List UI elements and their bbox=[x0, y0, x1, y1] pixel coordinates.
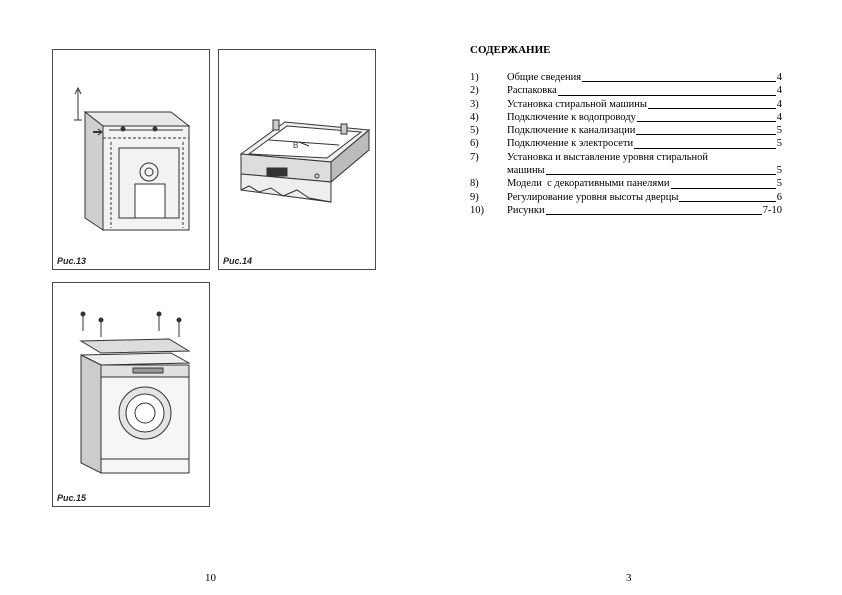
toc-leader bbox=[557, 85, 776, 96]
figure-14: B Рис.14 bbox=[218, 49, 376, 270]
toc-item: 3) Установка стиральной машины 4 bbox=[470, 98, 782, 111]
washer-top-frame-illustration: B bbox=[239, 119, 371, 203]
toc-leader bbox=[679, 191, 776, 202]
toc-item-number: 1) bbox=[470, 72, 479, 83]
figure-caption: Рис.14 bbox=[223, 256, 253, 266]
toc-item-page: 5 bbox=[776, 165, 782, 177]
toc-item-number: 2) bbox=[470, 85, 479, 97]
toc-leader bbox=[545, 204, 762, 216]
toc-item-label: Рисунки bbox=[507, 204, 545, 216]
screw-icon bbox=[80, 311, 182, 337]
toc-item: 9) Регулирование уровня высоты дверцы 6 bbox=[470, 191, 782, 204]
toc-item-page: 5 bbox=[776, 178, 782, 190]
figure-13: Рис.13 bbox=[52, 49, 210, 270]
toc-item: 10) Рисунки 7-10 bbox=[470, 204, 782, 217]
toc-item-label-continued: машины bbox=[507, 165, 545, 177]
toc-item: 8) Модели с декоративными панелями 5 bbox=[470, 177, 782, 190]
toc-item-page: 4 bbox=[776, 85, 782, 97]
toc-leader bbox=[636, 124, 776, 136]
toc-leader bbox=[545, 164, 776, 176]
toc-item-label: Подключение к канализации bbox=[507, 125, 636, 137]
toc-leader bbox=[634, 138, 776, 149]
toc-item-number: 7) bbox=[470, 151, 479, 163]
toc-leader bbox=[670, 178, 776, 189]
toc-item-label: Подключение к электросети bbox=[507, 138, 634, 150]
toc-item-page: 4 bbox=[776, 72, 782, 83]
toc-item-number: 6) bbox=[470, 138, 479, 150]
figure-14-label: B bbox=[293, 141, 298, 150]
figure-caption: Рис.13 bbox=[57, 256, 87, 266]
toc-item-page: 5 bbox=[776, 125, 782, 137]
figure-caption: Рис.15 bbox=[57, 493, 87, 503]
toc-item-label: Установка и выставление уровня стирально… bbox=[507, 151, 708, 163]
toc-item-page: 6 bbox=[776, 191, 782, 203]
toc-list: 1) Общие сведения 4 2) Распаковка 4 3) У… bbox=[470, 71, 782, 217]
toc-item-page: 5 bbox=[776, 138, 782, 150]
toc-item: 2) Распаковка 4 bbox=[470, 84, 782, 97]
toc-item: 4) Подключение к водопроводу 4 bbox=[470, 111, 782, 124]
toc-leader bbox=[582, 71, 776, 83]
toc-item-page: 4 bbox=[776, 98, 782, 110]
left-page-number: 10 bbox=[205, 572, 216, 584]
toc-item-label: Установка стиральной машины bbox=[507, 98, 647, 110]
toc-item-label: Общие сведения bbox=[507, 72, 582, 83]
toc-item: 1) Общие сведения 4 bbox=[470, 71, 782, 84]
washer-panel-screws-illustration bbox=[79, 311, 191, 474]
toc-title: СОДЕРЖАНИЕ bbox=[470, 44, 551, 56]
toc-item: 5) Подключение к канализации 5 bbox=[470, 124, 782, 137]
toc-leader bbox=[647, 98, 776, 109]
toc-item-number: 5) bbox=[470, 125, 479, 137]
toc-item-number: 10) bbox=[470, 204, 484, 216]
toc-item-number: 8) bbox=[470, 178, 479, 190]
toc-leader bbox=[636, 111, 776, 123]
toc-item-number: 9) bbox=[470, 191, 479, 203]
toc-item-label: Подключение к водопроводу bbox=[507, 111, 636, 123]
toc-item-number: 4) bbox=[470, 111, 479, 123]
toc-item-number: 3) bbox=[470, 98, 479, 110]
figure-15: Рис.15 bbox=[52, 282, 210, 507]
toc-item: 6) Подключение к электросети 5 bbox=[470, 137, 782, 150]
toc-item-label: Модели с декоративными панелями bbox=[507, 178, 670, 190]
toc-item: 7) Установка и выставление уровня стирал… bbox=[470, 151, 782, 178]
washer-rear-illustration bbox=[74, 86, 191, 231]
toc-item-label: Распаковка bbox=[507, 85, 557, 97]
toc-item-page: 7-10 bbox=[762, 204, 782, 216]
right-page-number: 3 bbox=[626, 572, 632, 584]
toc-item-label: Регулирование уровня высоты дверцы bbox=[507, 191, 679, 203]
toc-item-page: 4 bbox=[776, 111, 782, 123]
